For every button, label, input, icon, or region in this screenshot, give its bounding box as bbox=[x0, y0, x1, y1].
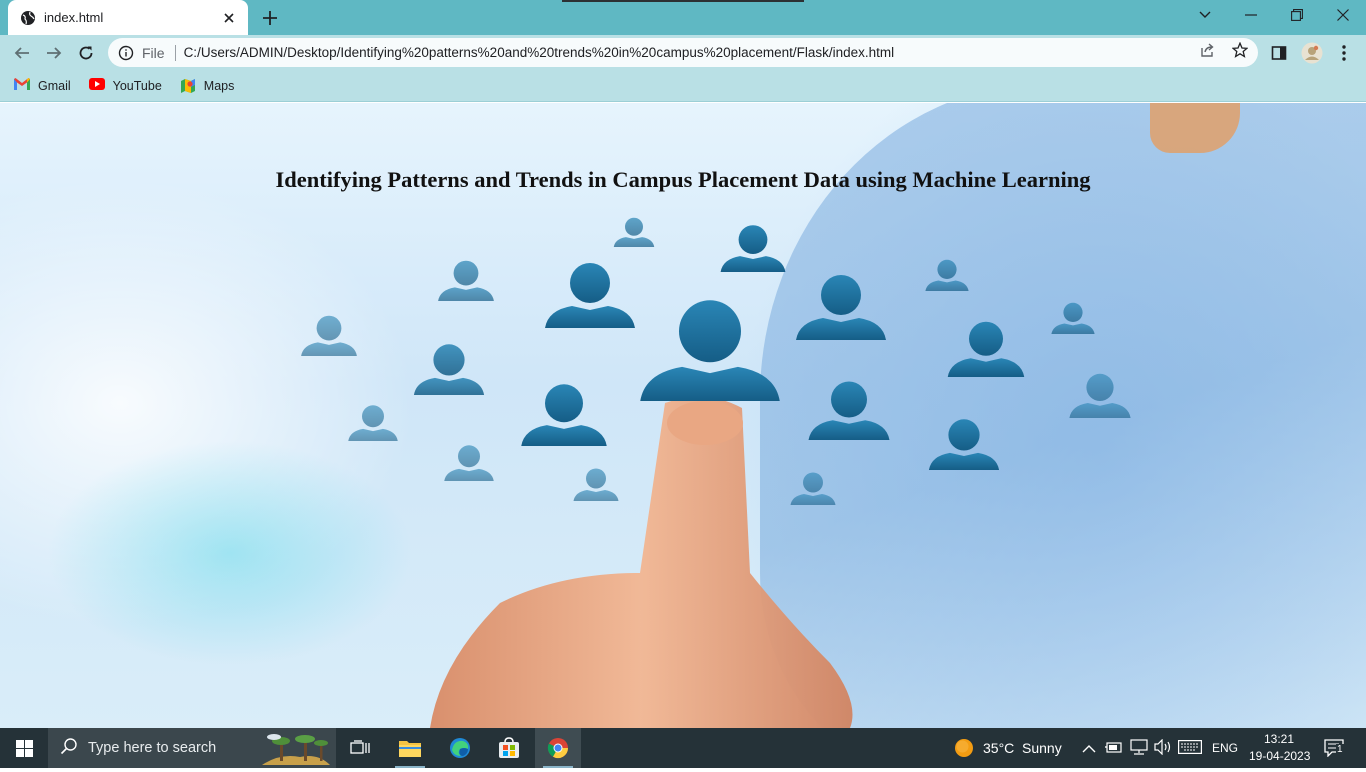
file-explorer-icon[interactable] bbox=[387, 728, 433, 768]
url-text[interactable]: C:/Users/ADMIN/Desktop/Identifying%20pat… bbox=[183, 45, 895, 60]
restore-button[interactable] bbox=[1274, 0, 1320, 30]
people-network-illustration bbox=[301, 217, 1131, 728]
minimize-button[interactable] bbox=[1228, 0, 1274, 30]
person-icon bbox=[808, 381, 890, 440]
person-icon bbox=[928, 419, 1000, 470]
weather-condition[interactable]: Sunny bbox=[1022, 740, 1062, 756]
bookmarks-bar: Gmail YouTube Maps bbox=[0, 70, 1366, 102]
weather-sun-icon[interactable] bbox=[954, 738, 974, 763]
browser-toolbar: File C:/Users/ADMIN/Desktop/Identifying%… bbox=[0, 35, 1366, 70]
person-icon bbox=[613, 217, 655, 247]
bookmark-label: YouTube bbox=[112, 78, 162, 93]
maps-icon bbox=[180, 78, 196, 94]
person-icon bbox=[444, 445, 494, 481]
gmail-icon bbox=[14, 77, 30, 94]
keyboard-icon[interactable] bbox=[1178, 740, 1202, 759]
person-icon bbox=[413, 344, 485, 395]
running-indicator bbox=[395, 766, 425, 768]
clock-date[interactable]: 19-04-2023 bbox=[1249, 749, 1311, 763]
taskbar-search-box[interactable]: Type here to search bbox=[48, 728, 336, 768]
person-icon bbox=[796, 275, 886, 340]
volume-icon[interactable] bbox=[1153, 738, 1173, 760]
window-drag-indicator bbox=[562, 0, 804, 2]
side-panel-icon[interactable] bbox=[1265, 39, 1293, 67]
language-indicator[interactable]: ENG bbox=[1212, 741, 1239, 755]
tray-chevron-up-icon[interactable] bbox=[1082, 741, 1096, 759]
share-icon[interactable] bbox=[1199, 41, 1217, 59]
person-icon bbox=[1069, 373, 1131, 418]
forward-button[interactable] bbox=[40, 39, 68, 67]
edge-browser-icon[interactable] bbox=[437, 728, 483, 768]
globe-icon bbox=[20, 10, 36, 26]
reload-button[interactable] bbox=[72, 39, 100, 67]
chrome-taskbar-icon[interactable] bbox=[535, 728, 581, 768]
person-icon bbox=[301, 315, 357, 356]
tab-close-icon[interactable] bbox=[220, 9, 238, 27]
person-icon bbox=[640, 300, 780, 401]
person-icon bbox=[790, 472, 836, 505]
windows-taskbar: Type here to search 35°C Sunny ENG 13 bbox=[0, 728, 1366, 768]
start-button[interactable] bbox=[0, 728, 48, 768]
menu-kebab-icon[interactable] bbox=[1330, 39, 1358, 67]
back-button[interactable] bbox=[8, 39, 36, 67]
address-separator bbox=[174, 44, 176, 61]
bookmark-gmail[interactable]: Gmail bbox=[14, 77, 71, 94]
weather-temp[interactable]: 35°C bbox=[983, 740, 1015, 756]
youtube-icon bbox=[88, 77, 105, 94]
battery-icon[interactable] bbox=[1104, 740, 1124, 759]
person-icon bbox=[1051, 302, 1095, 334]
person-icon bbox=[438, 260, 494, 301]
tab-search-chevron-icon[interactable] bbox=[1182, 0, 1228, 30]
task-view-icon[interactable] bbox=[337, 728, 383, 768]
running-indicator bbox=[543, 766, 573, 768]
bookmark-maps[interactable]: Maps bbox=[180, 78, 235, 94]
search-placeholder: Type here to search bbox=[88, 740, 217, 756]
new-tab-button[interactable] bbox=[258, 6, 282, 30]
page-title: Identifying Patterns and Trends in Campu… bbox=[275, 167, 1091, 192]
bookmark-star-icon[interactable] bbox=[1231, 41, 1249, 59]
info-icon[interactable] bbox=[118, 45, 134, 61]
person-icon bbox=[573, 468, 619, 501]
bookmark-youtube[interactable]: YouTube bbox=[88, 77, 162, 94]
tab-title: index.html bbox=[44, 10, 104, 25]
profile-avatar[interactable] bbox=[1298, 39, 1326, 67]
search-icon bbox=[60, 737, 78, 760]
shirt-shape bbox=[760, 103, 1366, 728]
person-icon bbox=[947, 321, 1025, 377]
person-icon bbox=[925, 259, 969, 291]
scheme-label: File bbox=[142, 44, 165, 61]
person-icon bbox=[720, 225, 786, 272]
page-background: Identifying Patterns and Trends in Campu… bbox=[0, 103, 1366, 728]
bookmark-label: Maps bbox=[203, 78, 235, 93]
tab-index-html[interactable]: index.html bbox=[8, 0, 248, 35]
tab-strip: index.html bbox=[0, 0, 1366, 35]
search-highlight-image-icon bbox=[260, 731, 332, 772]
clock-time[interactable]: 13:21 bbox=[1264, 732, 1295, 746]
microsoft-store-icon[interactable] bbox=[486, 728, 532, 768]
windows-logo-icon bbox=[15, 739, 33, 757]
person-icon bbox=[521, 384, 607, 446]
person-icon bbox=[545, 263, 635, 328]
notification-count-badge: 1 bbox=[1336, 744, 1344, 755]
bookmark-label: Gmail bbox=[38, 78, 71, 93]
close-window-button[interactable] bbox=[1320, 0, 1366, 30]
address-bar[interactable]: File C:/Users/ADMIN/Desktop/Identifying%… bbox=[108, 38, 1258, 67]
network-icon[interactable] bbox=[1129, 739, 1149, 760]
person-icon bbox=[348, 405, 398, 441]
pointing-hand-graphic bbox=[430, 396, 853, 728]
